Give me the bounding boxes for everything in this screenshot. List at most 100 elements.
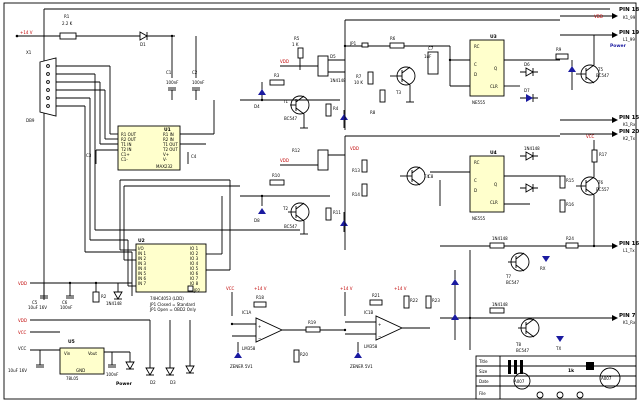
- svg-text:X1: X1: [26, 50, 32, 55]
- svg-text:IN 5: IN 5: [138, 271, 146, 276]
- svg-text:10 K: 10 K: [354, 80, 363, 85]
- svg-text:Q: Q: [494, 182, 497, 187]
- svg-text:L1_99: L1_99: [623, 37, 635, 42]
- vdd-input-rail: VDD C5 10uF 16V C6 100nF R2 1N4148: [18, 281, 132, 310]
- svg-text:Power: Power: [116, 381, 133, 387]
- svg-text:R21: R21: [372, 293, 380, 298]
- svg-text:R3: R3: [274, 73, 280, 78]
- pin-20: PIN 20 K2_Tx: [560, 129, 639, 141]
- svg-text:GND: GND: [76, 368, 85, 373]
- svg-text:DB9: DB9: [26, 118, 35, 123]
- svg-text:Power: Power: [610, 43, 627, 49]
- svg-text:File: File: [479, 391, 486, 396]
- svg-text:100nF: 100nF: [106, 372, 119, 377]
- pin-7: PIN 7 K1_Rx: [560, 313, 636, 325]
- svg-text:RC: RC: [474, 44, 480, 49]
- stage-t8: 1N4148 T8 BC547 TX: [440, 250, 564, 353]
- svg-text:IO 1: IO 1: [190, 246, 199, 251]
- svg-text:78L05: 78L05: [66, 376, 79, 381]
- svg-text:D: D: [474, 72, 477, 77]
- svg-text:R14: R14: [352, 192, 360, 197]
- svg-text:ZENER 5V1: ZENER 5V1: [230, 364, 253, 369]
- svg-text:V-: V-: [163, 157, 168, 162]
- svg-text:C2: C2: [192, 70, 198, 75]
- svg-text:R24: R24: [566, 236, 574, 241]
- svg-text:LM358: LM358: [242, 346, 256, 351]
- svg-text:C4: C4: [191, 154, 197, 159]
- svg-text:TX: TX: [555, 346, 561, 351]
- svg-text:BC557: BC557: [596, 187, 610, 192]
- svg-text:D5: D5: [330, 54, 336, 59]
- svg-text:−: −: [258, 336, 261, 341]
- svg-text:BC547: BC547: [506, 280, 520, 285]
- svg-text:C3: C3: [86, 153, 92, 158]
- svg-text:VDD: VDD: [280, 158, 289, 163]
- svg-text:C1+: C1+: [121, 152, 130, 157]
- svg-text:Title: Title: [478, 359, 488, 364]
- svg-text:R5: R5: [294, 36, 300, 41]
- stage-t2: R10 D8 T2 BC547 R11 R12 VDD: [240, 148, 348, 235]
- svg-text:K1_Rx: K1_Rx: [623, 122, 636, 127]
- svg-text:R1 OUT: R1 OUT: [121, 132, 137, 137]
- svg-text:T4: T4: [423, 174, 429, 179]
- svg-text:C5: C5: [32, 300, 38, 305]
- svg-text:IO 6: IO 6: [190, 271, 199, 276]
- svg-text:D6: D6: [524, 62, 530, 67]
- svg-text:R20: R20: [300, 352, 308, 357]
- svg-text:IO 5: IO 5: [190, 266, 199, 271]
- svg-text:10uF 16V: 10uF 16V: [28, 305, 47, 310]
- svg-text:R12: R12: [292, 148, 300, 153]
- svg-text:VDD: VDD: [18, 281, 27, 286]
- svg-text:BC547: BC547: [284, 116, 298, 121]
- svg-text:IN 7: IN 7: [138, 281, 146, 286]
- svg-text:D7: D7: [524, 88, 530, 93]
- ic-u2-mux: U2 I/O IN 1 IN 2 IN 3 IN 4 IN 5 IN 6 IN …: [119, 179, 240, 301]
- svg-text:+14 V: +14 V: [394, 286, 407, 291]
- power-section: Power D2 D3: [116, 320, 195, 387]
- svg-text:R18: R18: [256, 295, 264, 300]
- svg-text:R9: R9: [556, 47, 562, 52]
- stage-t5: D6 D7 R9 T5 BC547 Power VDD: [520, 14, 627, 102]
- svg-text:IC1A: IC1A: [242, 310, 252, 315]
- svg-text:CLR: CLR: [490, 84, 498, 89]
- svg-text:T7: T7: [505, 274, 511, 279]
- svg-text:R2 IN: R2 IN: [163, 137, 174, 142]
- svg-text:10uF 16V: 10uF 16V: [8, 368, 27, 373]
- svg-text:D8: D8: [254, 218, 260, 223]
- svg-text:+14 V: +14 V: [254, 286, 267, 291]
- regulator-78l05: VDD VCC VCC Vin Vout GND U5 78L05 10uF 1…: [8, 318, 150, 381]
- svg-text:1N4148: 1N4148: [492, 236, 508, 241]
- svg-text:VDD: VDD: [594, 14, 603, 19]
- pin-18: PIN 18 K1_99: [560, 7, 639, 20]
- svg-text:RC: RC: [474, 160, 480, 165]
- svg-text:R8: R8: [370, 110, 376, 115]
- svg-text:74HC4053 (LDD): 74HC4053 (LDD): [150, 296, 184, 301]
- svg-text:VDD: VDD: [280, 59, 289, 64]
- svg-text:R2 OUT: R2 OUT: [121, 137, 137, 142]
- svg-text:JP2: JP2: [193, 288, 201, 293]
- svg-text:IO 3: IO 3: [190, 256, 199, 261]
- svg-text:IC1B: IC1B: [364, 310, 374, 315]
- svg-text:PIN 15: PIN 15: [619, 115, 639, 121]
- svg-text:R7: R7: [356, 74, 362, 79]
- svg-text:C: C: [474, 178, 477, 183]
- svg-text:Q: Q: [494, 66, 497, 71]
- svg-text:T8: T8: [515, 342, 521, 347]
- svg-text:JP1 Closed = Standard: JP1 Closed = Standard: [149, 302, 195, 307]
- svg-text:R10: R10: [272, 173, 280, 178]
- svg-text:VCC: VCC: [586, 134, 595, 139]
- svg-text:BC547: BC547: [596, 73, 610, 78]
- stage-t4-u4: VDD R13 R14 T4 U4 RC C D Q CLR NE555 C8: [344, 135, 560, 250]
- logo-left-icon: [513, 372, 531, 390]
- svg-text:JP1: JP1: [349, 41, 357, 46]
- svg-text:R16: R16: [566, 202, 574, 207]
- svg-text:T1 IN: T1 IN: [120, 142, 131, 147]
- svg-text:U4: U4: [490, 150, 497, 156]
- svg-text:CLR: CLR: [490, 200, 498, 205]
- svg-text:A007: A007: [601, 376, 612, 381]
- svg-text:BC547: BC547: [516, 348, 530, 353]
- svg-text:PIN 19: PIN 19: [619, 30, 639, 36]
- svg-text:VCC: VCC: [18, 346, 27, 351]
- svg-text:T6: T6: [597, 180, 603, 185]
- svg-text:K1_99: K1_99: [623, 15, 636, 20]
